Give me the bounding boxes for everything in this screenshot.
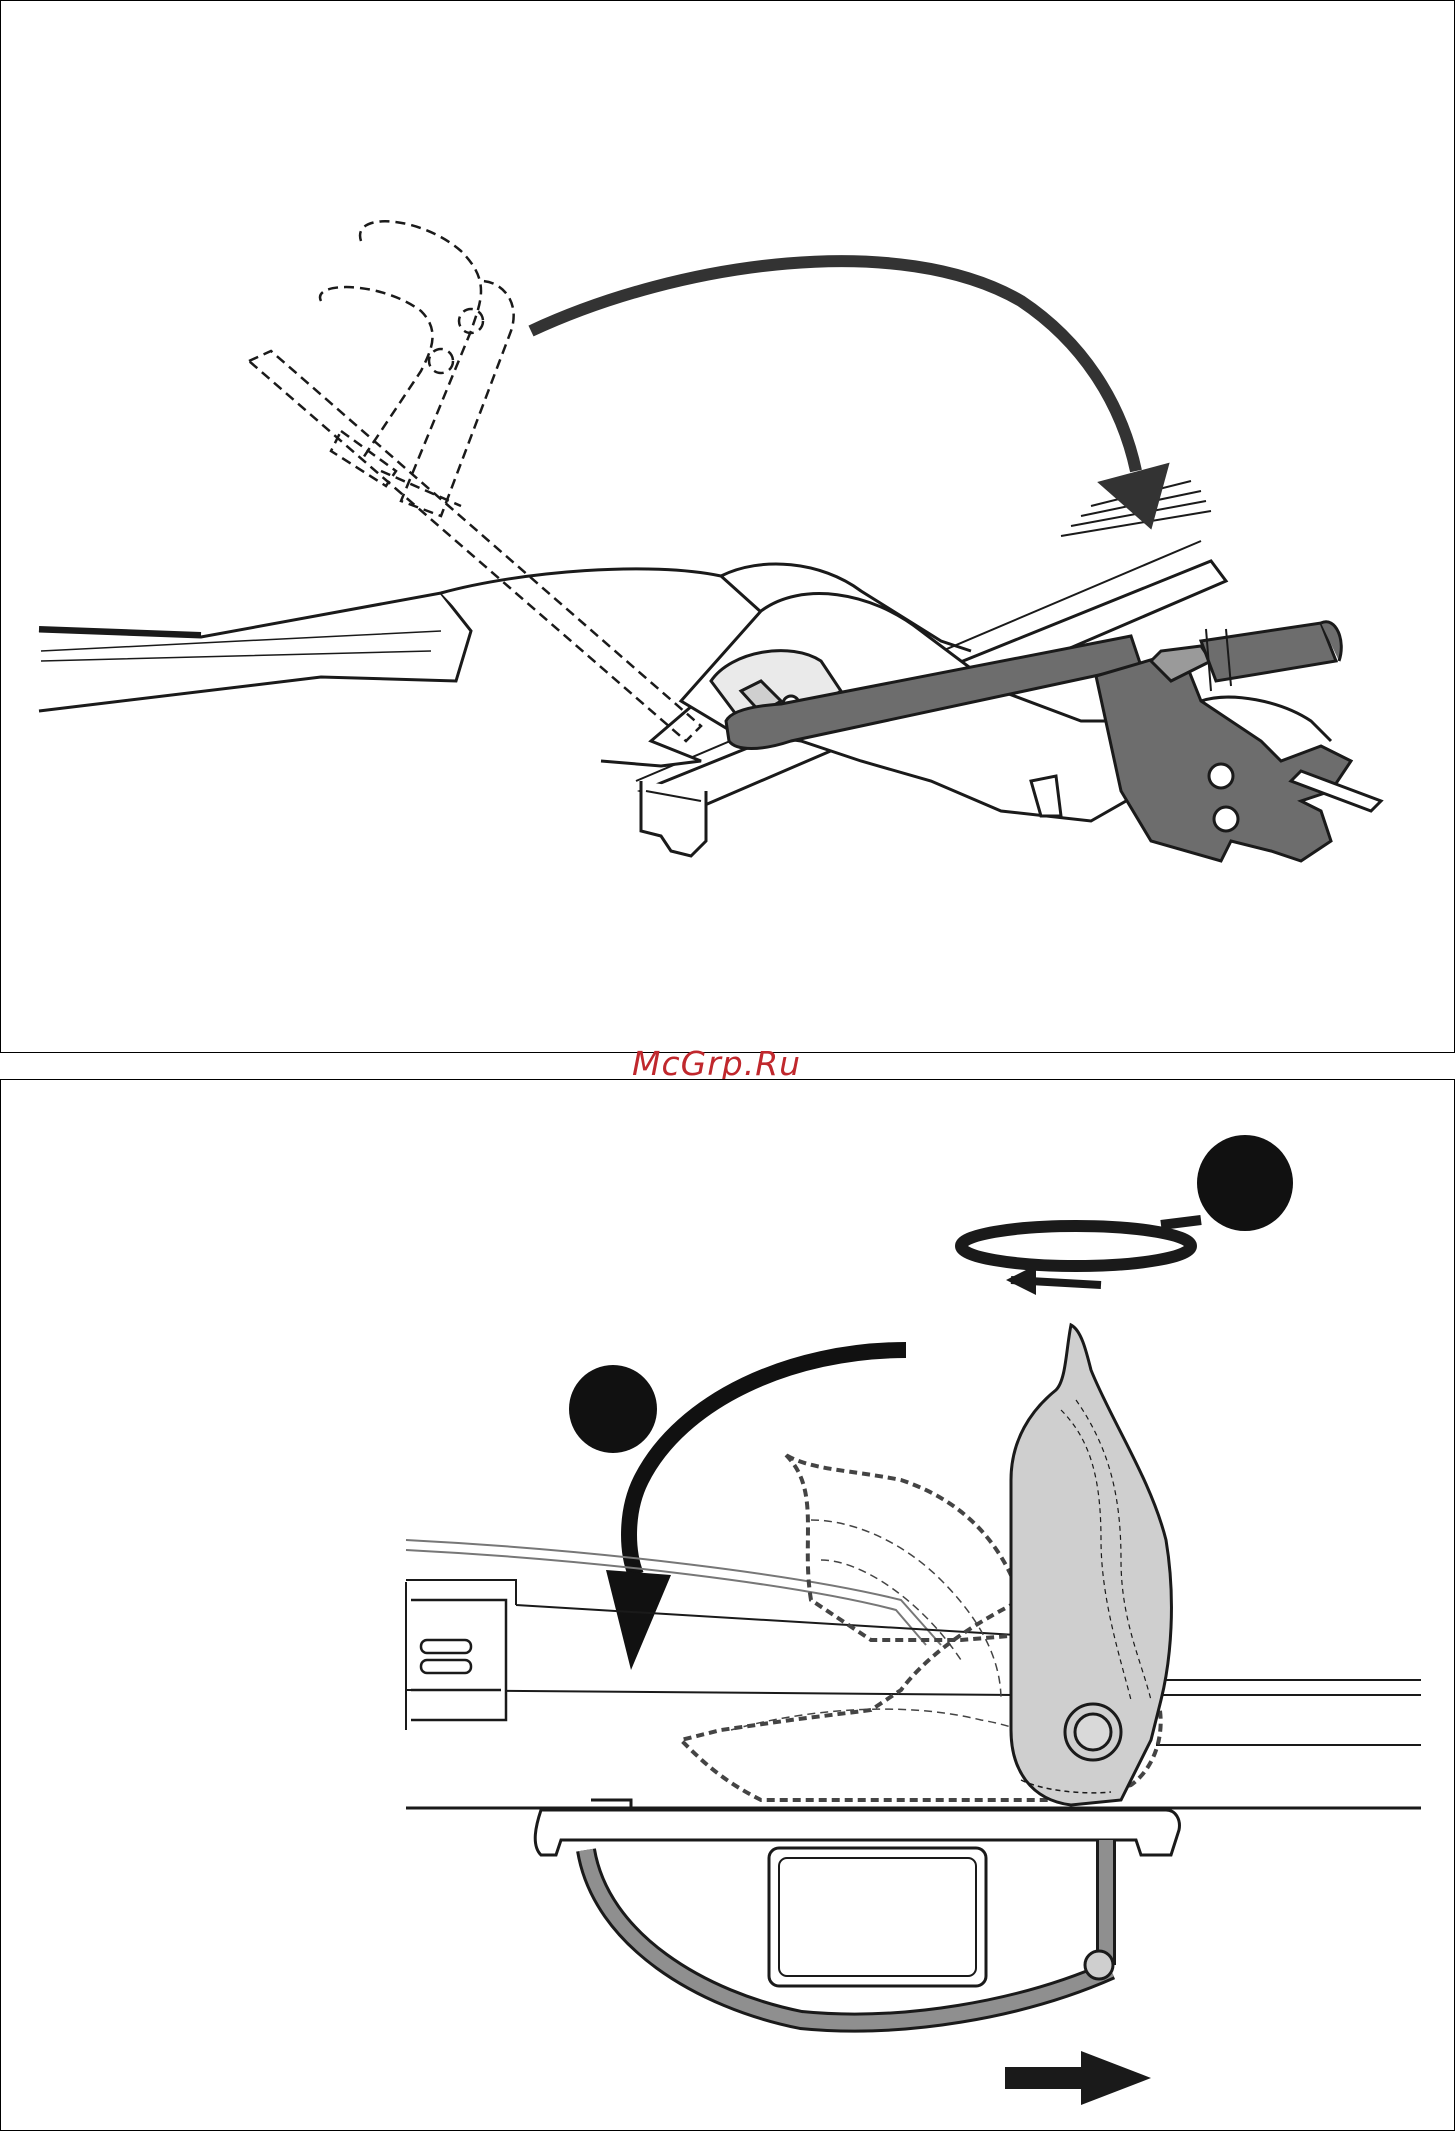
watermark-text: McGrp.Ru <box>632 1044 801 1083</box>
roof-rail <box>406 1540 1421 1808</box>
step-marker-2-icon <box>569 1365 657 1453</box>
clamp-body-icon <box>1011 1325 1171 1805</box>
top-diagram-panel <box>0 0 1455 1053</box>
rail-housing <box>411 1600 506 1720</box>
step-marker-1-icon <box>1197 1135 1293 1231</box>
rotate-arrow-icon <box>531 261 1185 540</box>
top-diagram <box>1 1 1455 1053</box>
rotate-cw-arrow-icon <box>961 1220 1201 1295</box>
bottom-diagram-panel <box>0 1079 1455 2131</box>
push-right-arrow-icon <box>1005 2051 1151 2105</box>
bottom-diagram <box>1 1080 1455 2131</box>
base-bracket <box>535 1800 1179 2023</box>
